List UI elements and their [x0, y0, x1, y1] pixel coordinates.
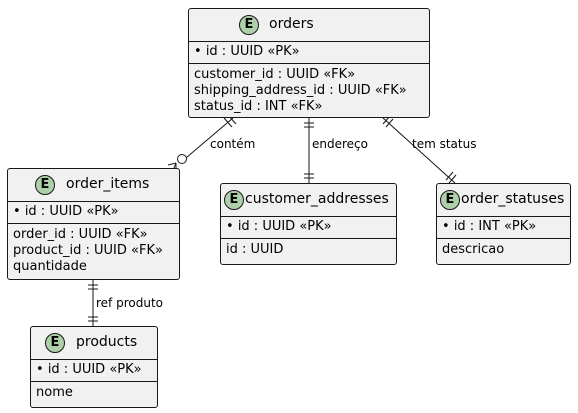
entity-products[interactable]: E products • id : UUID «PK» nome: [30, 326, 158, 408]
entity-title: order_statuses: [461, 191, 565, 207]
entity-icon: E: [45, 333, 65, 353]
attribute: nome: [36, 385, 73, 400]
entity-icon: E: [440, 190, 460, 210]
primary-key-label: id : UUID «PK»: [237, 219, 332, 234]
entity-header: E products: [31, 327, 157, 359]
attribute: status_id : INT «FK»: [194, 99, 323, 114]
attribute: quantidade: [13, 259, 87, 274]
entity-customer-addresses[interactable]: E customer_addresses • id : UUID «PK» id…: [220, 183, 397, 265]
primary-key-label: id : UUID «PK»: [205, 44, 300, 59]
primary-key: • id : UUID «PK»: [31, 359, 157, 381]
entity-icon: E: [224, 190, 244, 210]
relationship-label-ref-produto: ref produto: [96, 296, 163, 310]
attribute: descricao: [442, 242, 505, 257]
attribute: order_id : UUID «FK»: [13, 227, 148, 242]
relationship-order-items-products: [88, 280, 98, 326]
primary-key-label: id : INT «PK»: [453, 219, 537, 234]
attribute-list: order_id : UUID «FK» product_id : UUID «…: [8, 223, 179, 278]
relationship-label-tem-status: tem status: [412, 137, 477, 151]
entity-header: E orders: [189, 9, 429, 41]
primary-key: • id : UUID «PK»: [189, 41, 429, 63]
primary-key: • id : UUID «PK»: [221, 216, 396, 238]
attribute: shipping_address_id : UUID «FK»: [194, 83, 407, 98]
entity-title: order_items: [66, 176, 150, 192]
entity-header: E order_items: [8, 169, 179, 201]
attribute-list: customer_id : UUID «FK» shipping_address…: [189, 63, 429, 118]
entity-orders[interactable]: E orders • id : UUID «PK» customer_id : …: [188, 8, 430, 118]
primary-key: • id : UUID «PK»: [8, 201, 179, 223]
attribute: product_id : UUID «FK»: [13, 243, 163, 258]
relationship-orders-order-statuses: [382, 115, 457, 184]
primary-key-label: id : UUID «PK»: [47, 362, 142, 377]
attribute: customer_id : UUID «FK»: [194, 67, 356, 82]
entity-icon: E: [239, 15, 259, 35]
attribute-list: descricao: [437, 238, 570, 261]
attribute-list: id : UUID: [221, 238, 396, 261]
entity-title: customer_addresses: [245, 191, 389, 207]
primary-key-label: id : UUID «PK»: [24, 204, 119, 219]
entity-order-items[interactable]: E order_items • id : UUID «PK» order_id …: [7, 168, 180, 280]
entity-header: E customer_addresses: [221, 184, 396, 216]
entity-title: orders: [269, 16, 314, 32]
relationship-orders-customer-addresses: [304, 118, 314, 183]
entity-title: products: [76, 334, 138, 350]
entity-header: E order_statuses: [437, 184, 570, 216]
attribute: id : UUID: [226, 242, 284, 257]
entity-order-statuses[interactable]: E order_statuses • id : INT «PK» descric…: [436, 183, 571, 265]
relationship-label-endereco: endereço: [312, 137, 368, 151]
relationship-label-contem: contém: [210, 137, 256, 151]
primary-key: • id : INT «PK»: [437, 216, 570, 238]
entity-icon: E: [35, 175, 55, 195]
attribute-list: nome: [31, 381, 157, 404]
